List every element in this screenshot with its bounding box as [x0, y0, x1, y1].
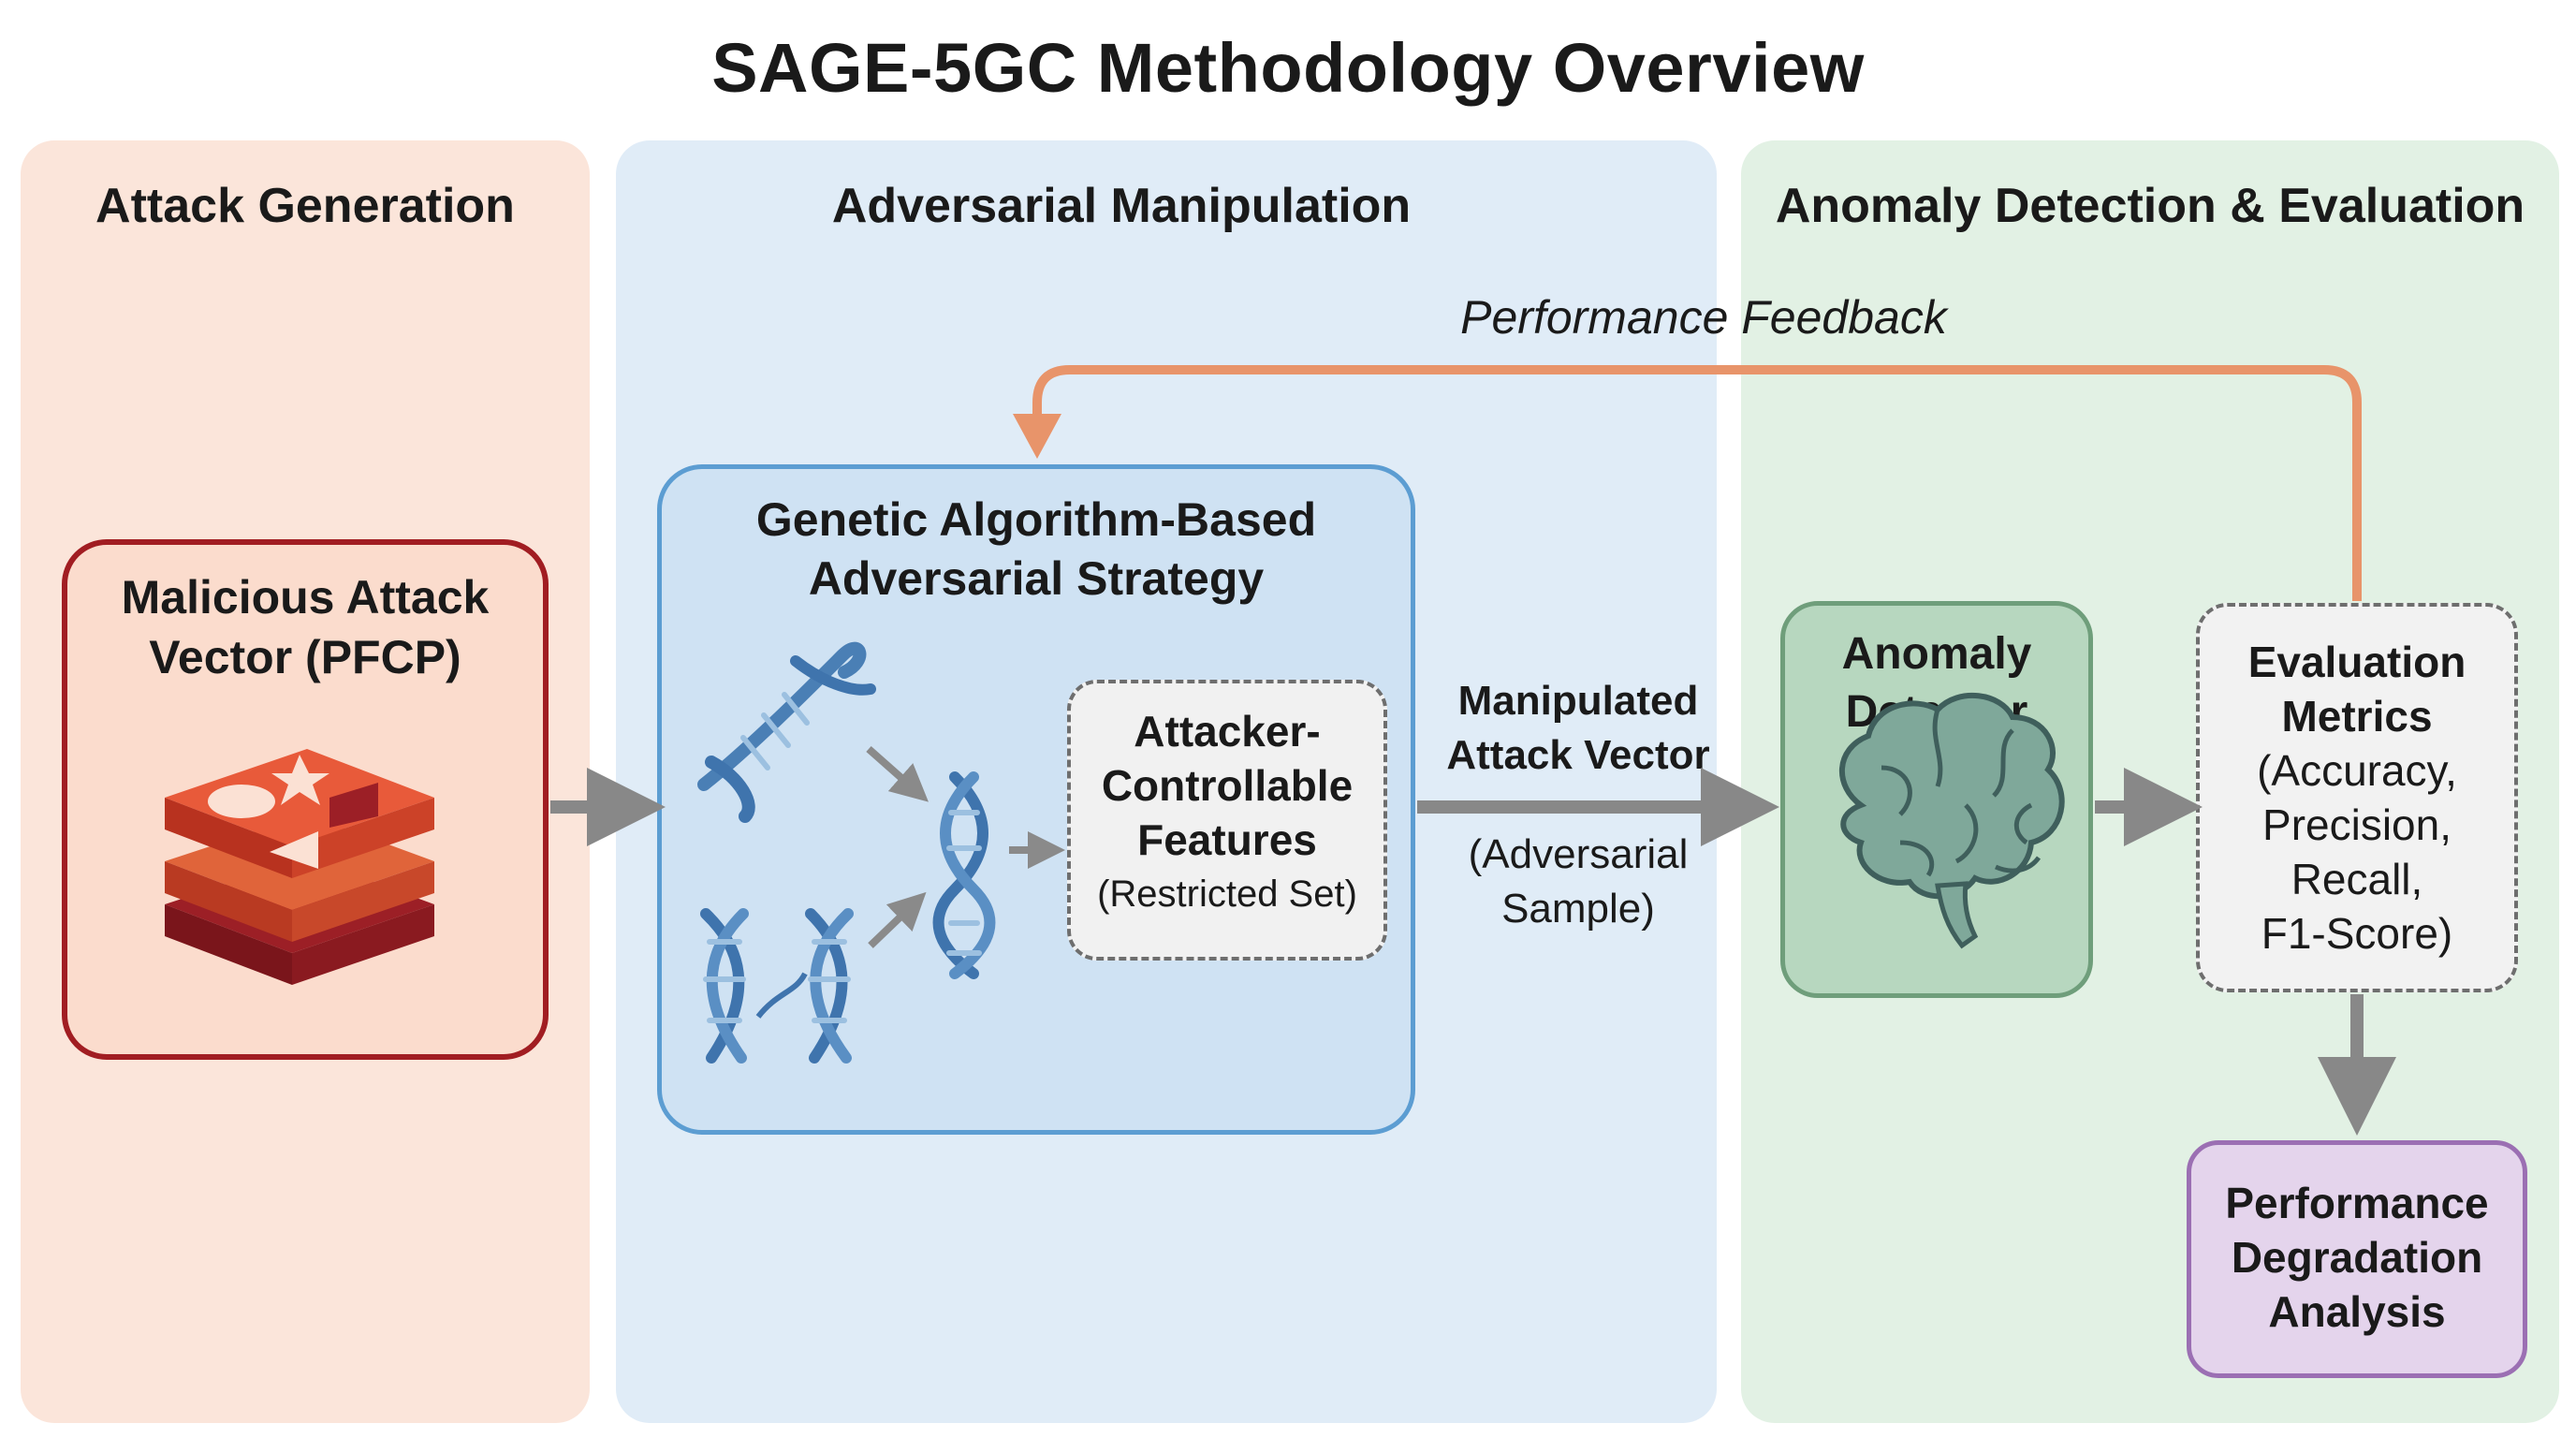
genetic-algorithm-label: Genetic Algorithm-Based Adversarial Stra…: [657, 491, 1415, 609]
page-title: SAGE-5GC Methodology Overview: [711, 29, 1865, 107]
adversarial-sample-line2: Sample): [1501, 886, 1655, 932]
dna-helix-icon: [805, 908, 854, 1064]
evaluation-metrics-label: Evaluation Metrics (Accuracy, Precision,…: [2196, 635, 2518, 961]
genetic-algorithm-label-line2: Adversarial Strategy: [808, 552, 1265, 605]
evaluation-metrics-label-line4: Precision,: [2262, 800, 2452, 849]
evaluation-metrics-label-line1: Evaluation: [2247, 638, 2466, 686]
anomaly-detector-label-line1: Anomaly: [1841, 629, 2032, 679]
features-label-line4: (Restricted Set): [1097, 873, 1357, 915]
feedback-arrowhead-icon: [1013, 414, 1061, 459]
features-label-line2: Controllable: [1101, 761, 1354, 810]
panel-title-attack-generation: Attack Generation: [95, 179, 515, 233]
evaluation-metrics-label-line2: Metrics: [2281, 692, 2433, 741]
panel-title-adversarial-manipulation: Adversarial Manipulation: [831, 179, 1412, 233]
dna-helix-icon: [932, 771, 996, 979]
features-label-line1: Attacker-: [1134, 707, 1321, 756]
performance-degradation-label-line3: Analysis: [2268, 1287, 2446, 1336]
layers-shapes-icon: [165, 749, 434, 985]
evaluation-metrics-label-line3: (Accuracy,: [2257, 746, 2457, 795]
arrow-icon: [868, 891, 927, 948]
panel-title-anomaly-detection: Anomaly Detection & Evaluation: [1775, 179, 2525, 233]
malicious-attack-label: Malicious Attack Vector (PFCP): [62, 567, 549, 687]
performance-degradation-label-line2: Degradation: [2231, 1233, 2483, 1282]
malicious-attack-label-line1: Malicious Attack: [121, 571, 490, 624]
adversarial-sample-line1: (Adversarial: [1468, 831, 1689, 877]
crossover-arrow-icon: [755, 972, 808, 1019]
dna-helix-icon: [700, 908, 749, 1064]
brain-icon: [1838, 692, 2065, 949]
attacker-controllable-features-box: [1067, 680, 1387, 961]
performance-degradation-label-line1: Performance: [2225, 1179, 2489, 1227]
performance-feedback-label: Performance Feedback: [1460, 291, 1947, 344]
manipulated-attack-vector-label: Manipulated Attack Vector: [1419, 674, 1737, 783]
genetic-algorithm-label-line1: Genetic Algorithm-Based: [755, 493, 1317, 546]
arrow-icon: [866, 746, 929, 802]
evaluation-metrics-label-line6: F1-Score): [2261, 909, 2453, 958]
genetic-algorithm-box: [657, 464, 1415, 1135]
dna-helix-icon: [697, 641, 876, 823]
evaluation-metrics-box: [2196, 603, 2518, 992]
features-label-line3: Features: [1137, 815, 1317, 864]
features-label: Attacker- Controllable Features (Restric…: [1067, 704, 1387, 921]
malicious-attack-label-line2: Vector (PFCP): [149, 631, 461, 683]
evaluation-metrics-label-line5: Recall,: [2291, 855, 2423, 903]
feedback-arrow: [1032, 365, 2362, 601]
performance-degradation-box: [2187, 1140, 2527, 1378]
manipulated-label-line1: Manipulated: [1457, 678, 1699, 724]
manipulated-label-line2: Attack Vector: [1446, 732, 1710, 778]
adversarial-sample-label: (Adversarial Sample): [1419, 828, 1737, 936]
performance-degradation-label: Performance Degradation Analysis: [2187, 1176, 2527, 1339]
